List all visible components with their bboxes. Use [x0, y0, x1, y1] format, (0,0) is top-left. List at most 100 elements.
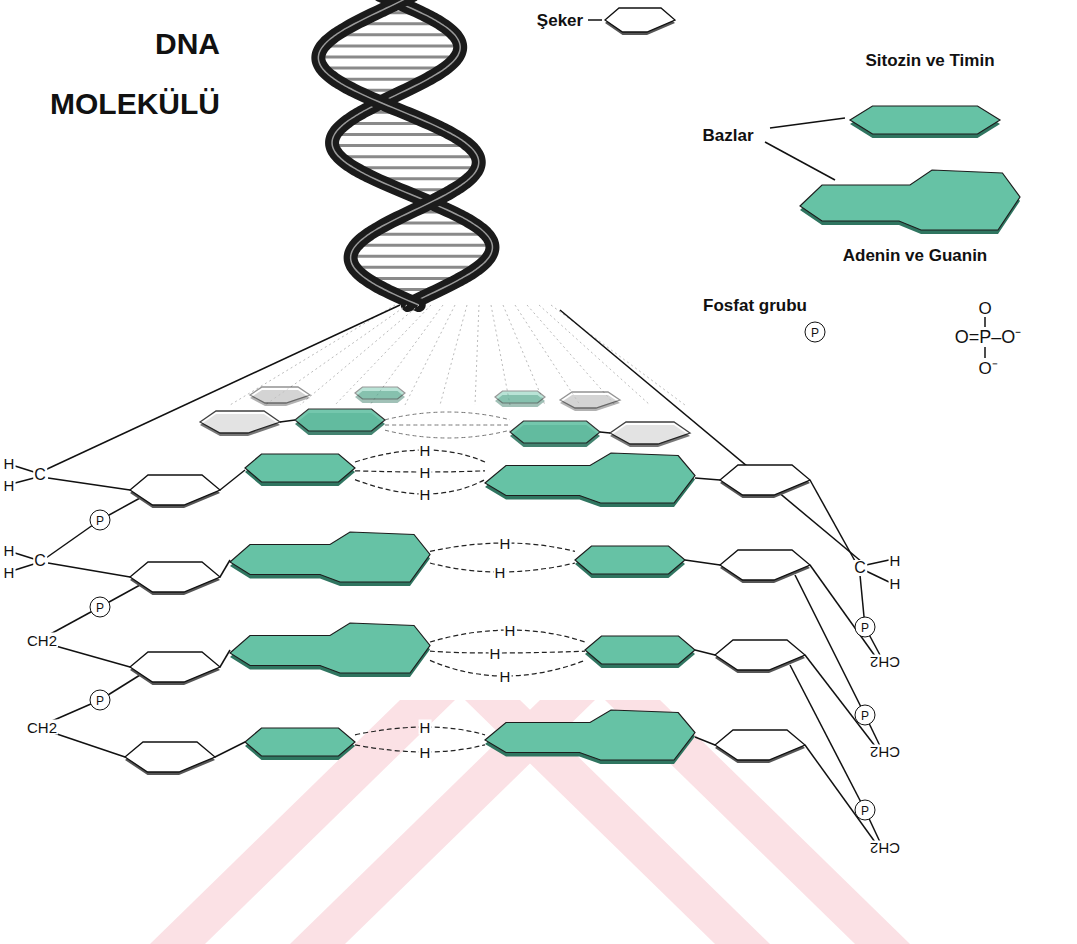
fade-hatch	[503, 305, 545, 405]
atom-label: H	[504, 623, 517, 638]
atom-label: H	[3, 565, 16, 580]
atom-label: H	[3, 478, 16, 493]
fade-hatch	[491, 305, 510, 405]
atom-label: H	[499, 536, 512, 551]
backbone-line	[15, 478, 34, 483]
title: DNA MOLEKÜLÜ	[10, 14, 220, 134]
fade-hatch	[405, 305, 455, 405]
backbone-line	[220, 650, 230, 667]
phosphate-circle: P	[855, 800, 876, 821]
base-small	[495, 391, 545, 403]
helix-rung	[323, 44, 460, 47]
backbone-line	[685, 560, 720, 565]
backbone-line	[15, 466, 34, 472]
helix-strand	[318, 0, 478, 305]
purine-base	[485, 710, 695, 760]
legend-text: Sitozin ve Timin	[865, 52, 994, 69]
backbone-line	[280, 420, 295, 422]
legend-text: Şeker	[537, 12, 583, 29]
helix-rung	[354, 266, 479, 269]
sugar-pentagon	[250, 387, 310, 403]
pyrimidine-base	[245, 454, 355, 482]
sugar-pentagon	[130, 475, 220, 505]
sugar-pentagon	[720, 465, 810, 495]
backbone-line	[15, 564, 34, 570]
sugar-pentagon	[610, 422, 690, 444]
atom-label: CH2	[869, 655, 901, 670]
backbone-line	[810, 480, 855, 561]
phosphate-formula: O⁻	[977, 360, 998, 377]
base-small	[295, 409, 385, 431]
helix-rung	[318, 56, 457, 59]
hydrogen-bond	[385, 412, 510, 420]
atom-label: H	[494, 565, 507, 580]
legend-text: Adenin ve Guanin	[843, 247, 988, 264]
phosphate-symbol: P	[96, 514, 104, 526]
helix-rung	[339, 155, 478, 158]
atom-label: H	[889, 553, 902, 568]
sugar-pentagon	[720, 550, 810, 580]
backbone-line	[984, 317, 986, 327]
atom-label: CH2	[26, 633, 58, 648]
backbone-line	[984, 347, 986, 358]
backbone-line	[805, 655, 875, 746]
sugar-pentagon	[605, 8, 675, 32]
sugar-pentagon	[130, 562, 220, 592]
backbone-line	[790, 665, 865, 810]
backbone-line	[215, 742, 245, 757]
hydrogen-bond	[385, 430, 510, 438]
backbone-line	[695, 478, 720, 480]
helix-rung	[336, 33, 455, 36]
phosphate-symbol: P	[861, 804, 869, 816]
fade-hatch	[475, 305, 479, 405]
atom-label: H	[3, 456, 16, 471]
legend-text: Fosfat grubu	[703, 297, 807, 314]
backbone-line	[45, 305, 400, 470]
backbone-line	[765, 142, 835, 180]
atom-label: CH2	[26, 720, 58, 735]
sugar-pentagon	[130, 652, 220, 682]
backbone-line	[810, 565, 875, 656]
phosphate-circle: P	[90, 690, 111, 711]
backbone-line	[805, 745, 875, 842]
backbone-line	[48, 563, 130, 577]
backbone-line	[866, 560, 889, 565]
atom-label: H	[3, 543, 16, 558]
backbone-line	[695, 737, 715, 745]
base-small	[510, 421, 600, 443]
group-label: Bazlar	[701, 127, 754, 144]
sugar-pentagon	[715, 730, 805, 760]
helix-rung	[356, 244, 492, 247]
pyrimidine-base	[575, 546, 685, 574]
atom-label: H	[499, 669, 512, 684]
atom-label: CH2	[869, 841, 901, 856]
phosphate-symbol: P	[96, 694, 104, 706]
helix-rung	[369, 233, 486, 236]
phosphate-symbol: P	[96, 601, 104, 613]
pyrimidine-base	[245, 728, 355, 756]
backbone-line	[560, 310, 862, 562]
phosphate-circle: P	[90, 510, 111, 531]
purine-base	[230, 532, 430, 582]
backbone-line	[770, 118, 845, 128]
pyrimidine-base	[585, 636, 695, 664]
phosphate-circle: P	[855, 705, 876, 726]
backbone-line	[15, 553, 34, 559]
phosphate-symbol: P	[811, 326, 819, 338]
fade-hatch	[440, 305, 467, 405]
backbone-line	[588, 19, 602, 21]
atom-label: C	[853, 560, 867, 576]
atom-label: H	[419, 745, 432, 760]
atom-label: CH2	[869, 745, 901, 760]
phosphate-circle: P	[805, 322, 826, 343]
atom-label: H	[489, 646, 502, 661]
atom-label: H	[419, 465, 432, 480]
hydrogen-bond	[385, 425, 510, 426]
backbone-line	[600, 432, 610, 433]
atom-label: H	[419, 720, 432, 735]
watermark-stripe	[150, 700, 455, 944]
atom-label: H	[419, 443, 432, 458]
helix-rung	[351, 255, 490, 258]
helix-rung	[332, 144, 469, 147]
